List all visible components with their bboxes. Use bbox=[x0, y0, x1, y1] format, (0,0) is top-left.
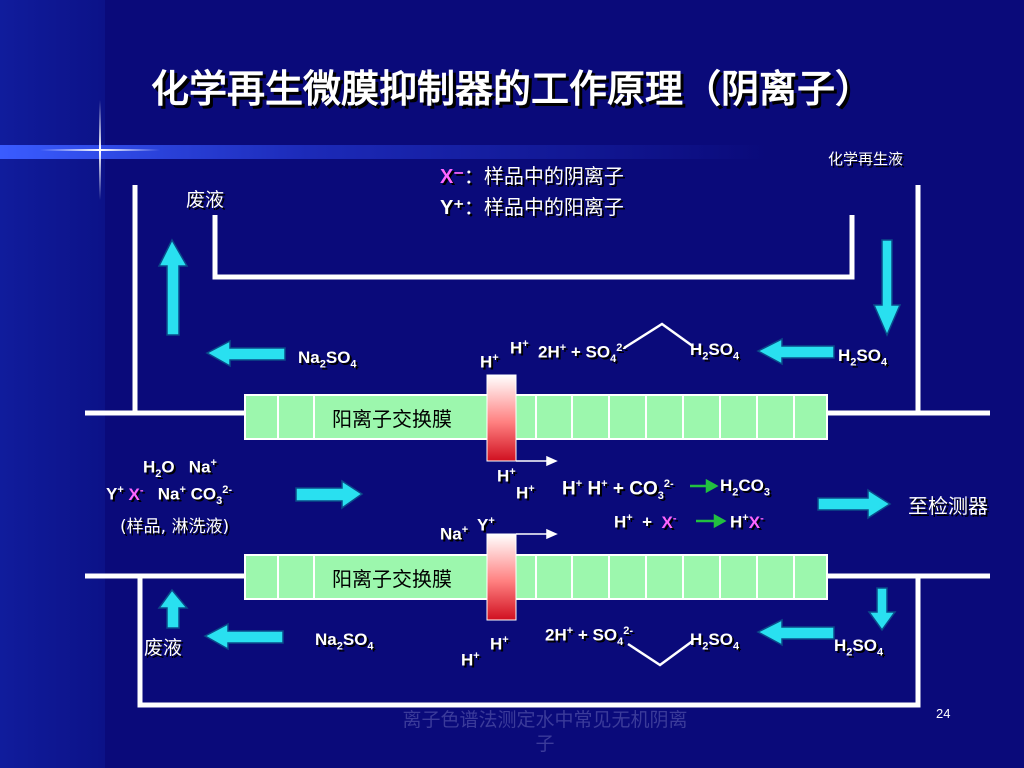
label-waste-top: 废液 bbox=[186, 189, 225, 211]
ion-channel-top bbox=[486, 374, 517, 462]
ion-channel-bottom bbox=[486, 533, 517, 621]
label-sample-eluent: (样品, 淋洗液) bbox=[120, 517, 230, 537]
label-to-detector: 至检测器 bbox=[908, 494, 988, 518]
arrow-left-regen-top bbox=[756, 337, 835, 366]
arrow-right-sample bbox=[295, 479, 364, 510]
arrow-left-bottom bbox=[203, 622, 284, 651]
arrow-up-waste-bottom bbox=[157, 588, 189, 629]
legend-cation: Y⁺：样品中的阳离子 bbox=[440, 195, 624, 219]
chem-y-plus-bottom: Y+ bbox=[477, 515, 495, 535]
chem-h-plus-1: H+ bbox=[480, 352, 499, 372]
chem-h2o-na: H2O Na+ bbox=[143, 457, 217, 481]
legend-anion: X⁻：样品中的阴离子 bbox=[440, 164, 624, 188]
cyan-flow-arrows bbox=[157, 238, 902, 651]
chem-na2so4-bottom: Na2SO4 bbox=[315, 630, 374, 653]
chem-h2so4-bottom-right: H2SO4 bbox=[834, 636, 884, 659]
arrow-down-regen-bottom bbox=[867, 587, 897, 632]
page-number: 24 bbox=[936, 706, 951, 721]
chem-na2so4-top: Na2SO4 bbox=[298, 348, 357, 371]
ion-flow-arrows bbox=[516, 455, 558, 540]
chem-h-plus-5: H+ bbox=[490, 634, 509, 654]
chem-h2so4-bottom-mid: H2SO4 bbox=[690, 630, 740, 653]
chem-h-plus-3: H+ bbox=[497, 466, 516, 486]
chem-y-x-na-co3: Y+ X- Na+ CO32- bbox=[106, 484, 233, 508]
chem-h-plus-6: H+ bbox=[461, 650, 480, 670]
reaction-arrows-green bbox=[690, 478, 727, 529]
chem-h-h-co3: H+ H+ + CO32- bbox=[562, 478, 674, 503]
reaction-chevron-bottom bbox=[627, 638, 695, 667]
chem-h2so4-top-right: H2SO4 bbox=[838, 346, 888, 369]
arrow-down-regen bbox=[872, 239, 902, 337]
chem-h2so4-top-mid: H2SO4 bbox=[690, 340, 740, 363]
chem-h-plus-4: H+ bbox=[516, 483, 535, 503]
label-waste-bottom: 废液 bbox=[144, 637, 183, 659]
chem-na-plus-bottom: Na+ bbox=[440, 524, 469, 544]
chem-h-x: H+ + X- bbox=[614, 512, 677, 532]
membrane-label-bottom: 阳离子交换膜 bbox=[330, 563, 454, 592]
membrane-label-top: 阳离子交换膜 bbox=[330, 403, 454, 432]
slide-title: 化学再生微膜抑制器的工作原理（阴离子） bbox=[150, 67, 873, 111]
chem-2h-so4-top: 2H+ + SO42- bbox=[538, 342, 627, 366]
slide-footer: 离子色谱法测定水中常见无机阴离子 bbox=[402, 709, 688, 755]
chem-h2co3: H2CO3 bbox=[720, 476, 771, 499]
chem-h-plus-2: H+ bbox=[510, 338, 529, 358]
label-regen-solution: 化学再生液 bbox=[828, 150, 904, 168]
chem-hx: H+X- bbox=[730, 512, 764, 532]
background-left-panel bbox=[0, 0, 105, 768]
arrow-up-waste-top bbox=[157, 238, 189, 336]
chem-2h-so4-bottom: 2H+ + SO42- bbox=[545, 625, 634, 649]
arrow-left-regen-bottom bbox=[756, 618, 835, 647]
arrow-left-top bbox=[205, 339, 286, 368]
sparkle-decoration-horizontal bbox=[40, 149, 160, 151]
background-light-band bbox=[0, 145, 1024, 159]
reaction-chevron-top bbox=[623, 322, 695, 350]
arrow-right-detector bbox=[817, 488, 892, 520]
